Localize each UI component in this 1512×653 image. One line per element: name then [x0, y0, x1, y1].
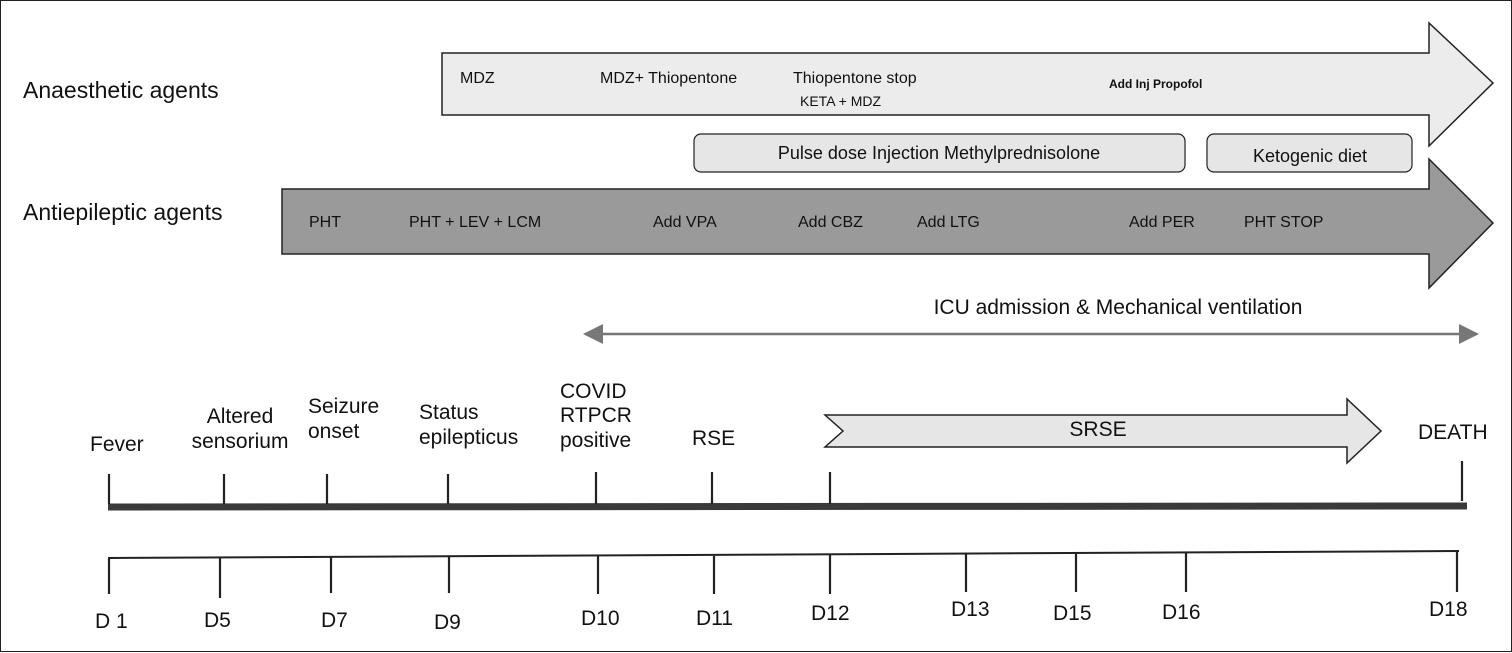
event-line: Status	[419, 401, 479, 425]
methylprednisolone-label: Pulse dose Injection Methylprednisolone	[777, 143, 1101, 163]
ketogenic-diet-box	[1206, 133, 1413, 173]
day-label: D9	[434, 611, 461, 634]
day-label: D10	[581, 607, 620, 630]
event-line: RTPCR	[560, 404, 632, 428]
event-line: epilepticus	[419, 426, 519, 450]
event-death: DEATH	[1418, 421, 1488, 446]
day-label: D11	[696, 607, 733, 630]
antiepileptic-item-pht-lev-lcm: PHT + LEV + LCM	[409, 214, 542, 231]
day-label: D18	[1429, 598, 1468, 621]
event-line: RSE	[692, 427, 736, 451]
day-label: D13	[951, 598, 990, 621]
event-ticks	[107, 461, 1464, 504]
event-line: Altered	[206, 405, 274, 429]
antiepileptic-agents-label: Antiepileptic agents	[23, 199, 223, 225]
event-altered-sensorium: Altered sensorium	[192, 405, 289, 455]
anaesthetic-item-thiopentone-stop: Thiopentone stop	[793, 70, 917, 87]
event-covid-positive: COVID RTPCR positive	[560, 380, 632, 454]
event-line: sensorium	[191, 430, 289, 454]
ketogenic-diet-label: Ketogenic diet	[1252, 146, 1368, 166]
event-line: Fever	[90, 433, 144, 457]
antiepileptic-item-ltg: Add LTG	[917, 214, 980, 231]
event-rse: RSE	[692, 427, 735, 452]
anaesthetic-agents-label: Anaesthetic agents	[23, 77, 219, 103]
day-ticks	[107, 551, 1459, 598]
srse-label: SRSE	[1069, 418, 1127, 441]
antiepileptic-item-per: Add PER	[1129, 214, 1195, 231]
antiepileptic-item-pht-stop: PHT STOP	[1244, 214, 1324, 231]
event-line: Seizure	[308, 395, 380, 419]
antiepileptic-item-vpa: Add VPA	[653, 214, 717, 231]
antiepileptic-arrow	[281, 157, 1495, 290]
event-line: DEATH	[1418, 421, 1488, 445]
event-fever: Fever	[90, 433, 144, 458]
event-timeline-bar	[107, 502, 1468, 511]
anaesthetic-item-keta-mdz: KETA + MDZ	[800, 93, 882, 109]
event-line: positive	[560, 429, 632, 453]
antiepileptic-item-pht: PHT	[309, 214, 341, 231]
anaesthetic-item-mdz: MDZ	[460, 70, 495, 87]
day-label: D12	[811, 602, 850, 625]
day-label: D15	[1053, 602, 1092, 625]
event-seizure-onset: Seizure onset	[308, 395, 379, 445]
event-line: COVID	[560, 379, 627, 403]
day-label: D16	[1162, 601, 1201, 624]
anaesthetic-item-mdz-thiopentone: MDZ+ Thiopentone	[600, 70, 738, 87]
day-label: D7	[321, 609, 348, 632]
anaesthetic-item-propofol: Add Inj Propofol	[1109, 77, 1203, 91]
icu-label: ICU admission & Mechanical ventilation	[933, 296, 1303, 319]
methylprednisolone-box	[693, 133, 1186, 173]
day-label: D 1	[95, 610, 128, 633]
antiepileptic-item-cbz: Add CBZ	[798, 214, 863, 231]
event-status-epilepticus: Status epilepticus	[419, 401, 518, 451]
event-line: onset	[308, 420, 360, 444]
day-label: D5	[204, 609, 231, 632]
day-axis-line	[107, 550, 1460, 559]
srse-arrow	[823, 397, 1383, 465]
anaesthetic-arrow	[441, 21, 1495, 148]
